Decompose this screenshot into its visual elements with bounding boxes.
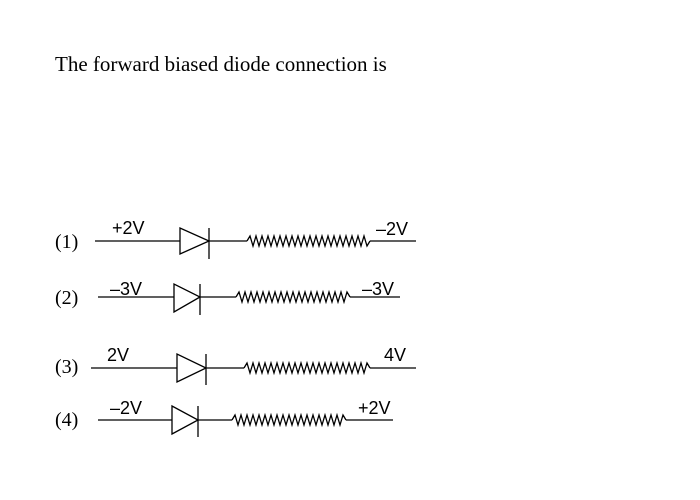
question-text: The forward biased diode connection is: [55, 52, 387, 76]
option-number: (3): [55, 356, 79, 378]
left-voltage-label: –2V: [110, 398, 143, 418]
resistor-zigzag: [235, 289, 351, 305]
left-voltage-label: +2V: [112, 218, 145, 238]
diode-triangle: [176, 352, 208, 384]
resistor-zigzag: [243, 360, 371, 376]
diode-triangle: [171, 404, 200, 436]
left-voltage-label: –3V: [110, 279, 143, 299]
left-voltage-label: 2V: [107, 345, 130, 365]
right-voltage-label: –2V: [376, 219, 409, 239]
right-voltage-label: 4V: [384, 345, 407, 365]
right-voltage-label: –3V: [362, 279, 395, 299]
diode-triangle: [173, 282, 202, 314]
resistor-zigzag: [246, 233, 371, 249]
option-number: (4): [55, 409, 79, 431]
option-number: (1): [55, 231, 79, 253]
right-voltage-label: +2V: [358, 398, 391, 418]
resistor-zigzag: [231, 412, 347, 428]
diode-triangle: [179, 226, 211, 256]
option-number: (2): [55, 287, 79, 309]
